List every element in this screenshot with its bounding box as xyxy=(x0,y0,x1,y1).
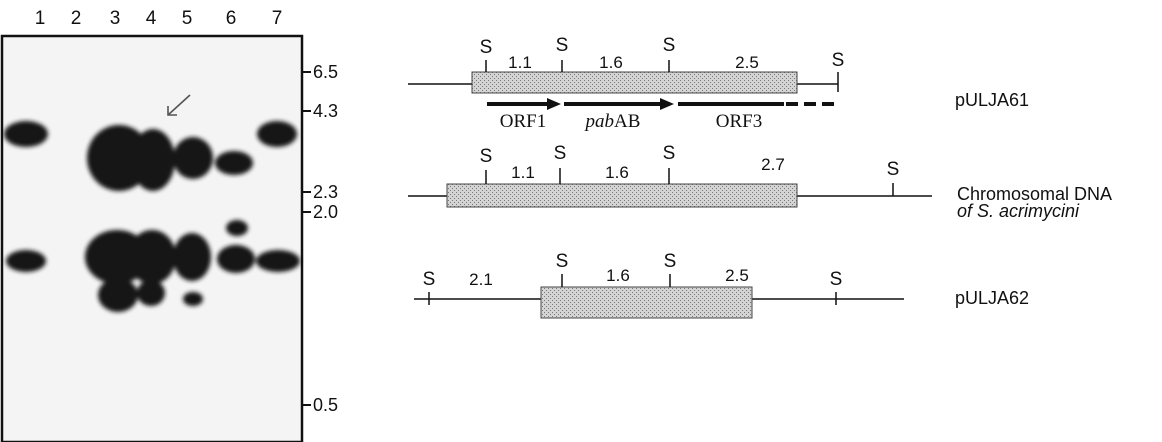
size-marker-ticks xyxy=(302,71,311,406)
orf-arrows xyxy=(487,98,840,110)
restriction-site-label: S xyxy=(556,35,569,56)
restriction-site-label: S xyxy=(480,146,493,167)
band xyxy=(173,137,213,179)
size-marker-label: 6.5 xyxy=(313,62,338,82)
lane-label-2: 2 xyxy=(71,8,82,29)
fragment-size-label: 2.5 xyxy=(725,266,749,285)
band xyxy=(6,250,46,272)
fragment-size-label: 2.5 xyxy=(735,53,759,72)
band xyxy=(256,250,300,272)
restriction-site-label: S xyxy=(887,159,900,180)
band xyxy=(217,245,255,273)
lane-label-1: 1 xyxy=(35,8,46,29)
fragment-size-label: 1.6 xyxy=(605,163,629,182)
restriction-site-label: S xyxy=(832,50,845,71)
restriction-map-pulja61: S S S S 1.1 1.6 2.5 ORF1 pabAB ORF3 pULJ… xyxy=(408,35,1029,132)
size-marker-label: 2.3 xyxy=(313,182,338,202)
band xyxy=(131,129,175,191)
band xyxy=(137,280,165,306)
fragment-size-label: 1.6 xyxy=(599,53,623,72)
restriction-map-chromosomal-dna: S S S S 1.1 1.6 2.7 Chromosomal DNA of S… xyxy=(408,143,1112,221)
fragment-size-label: 1.6 xyxy=(606,266,630,285)
band xyxy=(98,278,138,312)
restriction-site-label: S xyxy=(423,269,436,290)
sall-site-ticks xyxy=(485,168,894,196)
band xyxy=(128,230,176,284)
sall-site-ticks xyxy=(485,60,839,92)
lane-label-5: 5 xyxy=(182,8,193,29)
band-pointer-arrow-icon xyxy=(167,94,191,116)
orf-label-part-italic: pab xyxy=(584,111,615,132)
blot-bands xyxy=(4,121,300,312)
fragment-size-label: 1.1 xyxy=(511,163,535,182)
band xyxy=(173,233,211,281)
band xyxy=(183,292,203,306)
source-name-line-1: Chromosomal DNA xyxy=(957,184,1112,204)
orf-label-part: ORF1 xyxy=(500,111,546,132)
restriction-site-label: S xyxy=(664,251,677,272)
lane-label-6: 6 xyxy=(226,8,237,29)
restriction-site-label: S xyxy=(663,143,676,164)
orf-label-orf1: ORF1 xyxy=(500,111,546,132)
restriction-map-pulja62: S S S S 2.1 1.6 2.5 pULJA62 xyxy=(414,251,1029,319)
restriction-site-label: S xyxy=(480,37,493,58)
insert-region xyxy=(540,286,753,319)
southern-blot-panel: 1 2 3 4 5 6 7 xyxy=(0,8,338,442)
sall-site-ticks xyxy=(428,274,837,305)
orf-label-orf3: ORF3 xyxy=(716,111,762,132)
pabab-arrowhead-icon xyxy=(660,98,674,110)
orf-label-part: AB xyxy=(614,111,640,132)
restriction-site-label: S xyxy=(554,143,567,164)
restriction-site-label: S xyxy=(830,269,843,290)
source-name-line-2: of S. acrimycini xyxy=(957,201,1080,221)
lane-label-3: 3 xyxy=(110,8,121,29)
band xyxy=(226,220,248,236)
fragment-size-label: 2.1 xyxy=(469,270,493,289)
fragment-size-label: 2.7 xyxy=(761,155,785,174)
size-marker-label: 4.3 xyxy=(313,101,338,121)
size-marker-label: 0.5 xyxy=(313,395,338,415)
orf1-arrowhead-icon xyxy=(547,98,561,110)
lane-label-4: 4 xyxy=(146,8,157,29)
lane-label-7: 7 xyxy=(272,8,283,29)
insert-region xyxy=(471,71,798,94)
restriction-site-label: S xyxy=(556,251,569,272)
plasmid-name: pULJA62 xyxy=(955,288,1029,308)
band xyxy=(257,121,297,147)
orf-label-part: ORF3 xyxy=(716,111,762,132)
size-marker-label: 2.0 xyxy=(313,202,338,222)
orf-label-pabab: pabAB xyxy=(584,111,641,132)
band xyxy=(215,151,253,175)
fragment-size-label: 1.1 xyxy=(508,53,532,72)
band xyxy=(4,121,48,147)
plasmid-name: pULJA61 xyxy=(955,90,1029,110)
insert-region xyxy=(446,183,798,208)
restriction-site-label: S xyxy=(663,35,676,56)
